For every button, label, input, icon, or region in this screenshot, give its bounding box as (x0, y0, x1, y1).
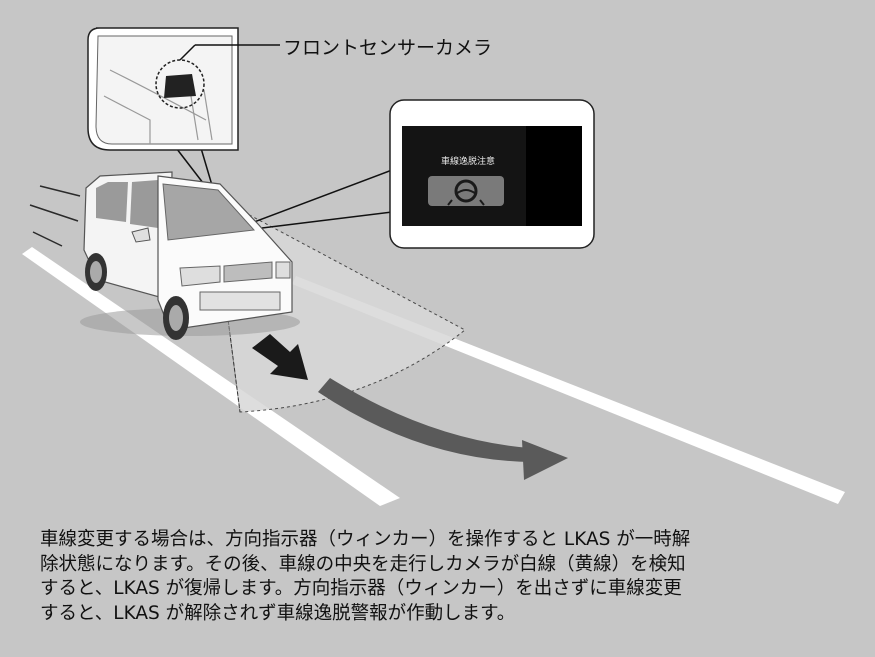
front-sensor-camera-label: フロントセンサーカメラ (283, 37, 493, 59)
black-direction-arrow (252, 334, 308, 380)
caption: 車線変更する場合は、方向指示器（ウィンカー）を操作すると LKAS が一時解 除… (40, 528, 840, 626)
car-illustration (80, 171, 300, 340)
warning-display-title: 車線逸脱注意 (440, 157, 495, 167)
lane-change-arrow (318, 378, 530, 462)
warning-display-callout (389, 99, 595, 249)
caption-line: すると、LKAS が解除されず車線逸脱警報が作動します。 (40, 602, 516, 624)
front-sensor-camera-icon (164, 74, 196, 98)
lane-change-diagram (22, 27, 845, 506)
steering-wheel-icon (454, 179, 478, 203)
speed-lines (29, 185, 81, 247)
caption-line: 除状態になります。その後、車線の中央を走行しカメラが白線（黄線）を検知 (40, 553, 686, 575)
caption-line: 車線変更する場合は、方向指示器（ウィンカー）を操作すると LKAS が一時解 (40, 529, 691, 550)
caption-line: すると、LKAS が復帰します。方向指示器（ウィンカー）を出さずに車線変更 (40, 578, 682, 599)
camera-callout (87, 27, 280, 151)
